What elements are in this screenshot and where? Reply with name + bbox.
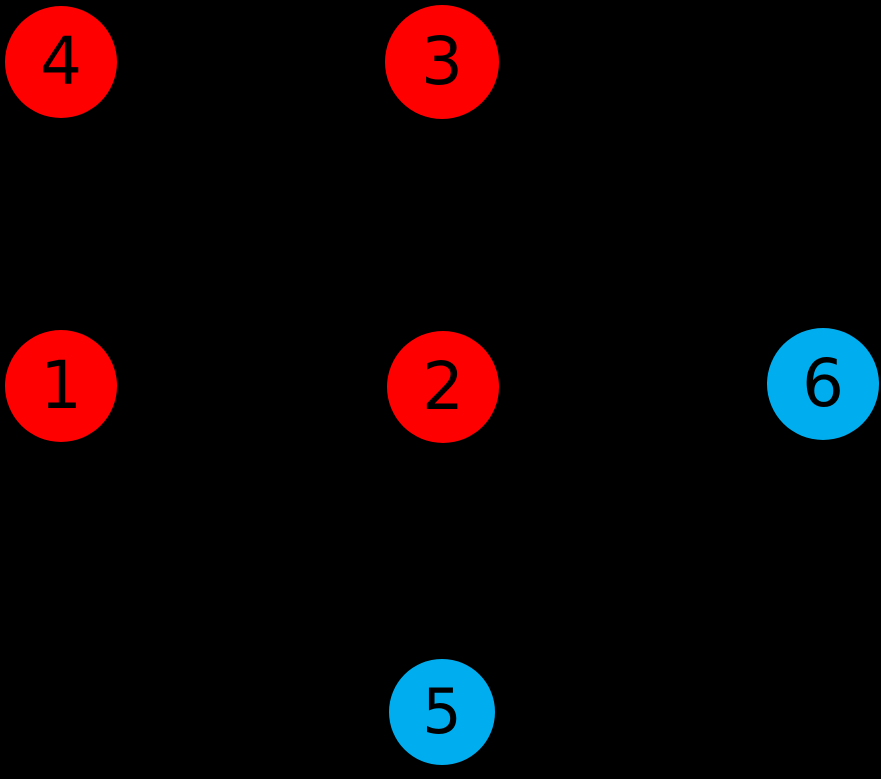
graph-node-5[interactable]: 5	[389, 659, 495, 765]
node-label: 2	[422, 348, 464, 425]
node-label: 3	[421, 23, 463, 100]
graph-node-6[interactable]: 6	[767, 328, 879, 440]
graph-node-3[interactable]: 3	[385, 5, 499, 119]
node-label: 6	[802, 345, 844, 422]
graph-node-1[interactable]: 1	[5, 330, 117, 442]
graph-node-2[interactable]: 2	[387, 331, 499, 443]
node-label: 1	[40, 347, 82, 424]
node-label: 5	[422, 675, 462, 748]
graph-node-4[interactable]: 4	[5, 6, 117, 118]
node-label: 4	[40, 23, 82, 100]
